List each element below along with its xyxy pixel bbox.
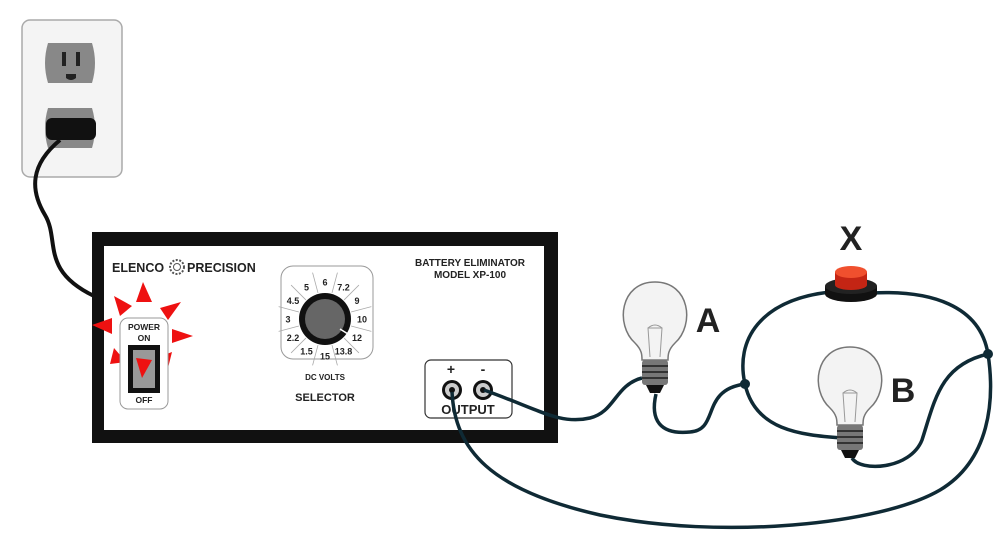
power-switch[interactable]: POWER ON OFF (119, 317, 169, 410)
selector-divider (331, 272, 338, 294)
selector-value-12[interactable]: 12 (352, 333, 362, 343)
wire-junction-to-x (741, 290, 831, 385)
selector-value-2.2[interactable]: 2.2 (287, 333, 300, 343)
title-line1: BATTERY ELIMINATOR (415, 258, 526, 269)
selector-value-13.8[interactable]: 13.8 (335, 347, 353, 357)
selector-divider (343, 284, 360, 301)
output-panel: + - OUTPUT (424, 359, 513, 419)
selector-value-7.2[interactable]: 7.2 (337, 282, 350, 292)
switch-label-on: ON (138, 333, 151, 343)
selector-divider (331, 344, 338, 366)
plug (46, 118, 96, 140)
selector-value-9[interactable]: 9 (355, 296, 360, 306)
selector-divider (350, 325, 372, 332)
selector-value-15[interactable]: 15 (320, 352, 330, 362)
minus-label: - (481, 361, 486, 377)
plus-terminal[interactable] (442, 380, 462, 400)
wire-junction-to-b (743, 383, 843, 440)
selector-divider (312, 272, 319, 294)
plus-label: + (447, 361, 455, 377)
selector-divider (290, 284, 307, 301)
switch-label-off: OFF (136, 395, 153, 405)
dc-volts-label: DC VOLTS (305, 373, 346, 382)
knob-pointer (339, 328, 349, 335)
voltage-selector[interactable]: 1.52.2 3 4.5 5 6 7.2 9 10 12 13.8 15 (278, 265, 374, 366)
selector-divider (343, 337, 360, 354)
bulb-a (622, 281, 688, 393)
power-cord (33, 138, 95, 298)
wires (450, 290, 993, 530)
selector-value-5[interactable]: 5 (304, 282, 309, 292)
selector-label: SELECTOR (295, 392, 355, 404)
selector-divider (350, 306, 372, 313)
selector-value-6[interactable]: 6 (322, 278, 327, 288)
title-line2: MODEL XP-100 (434, 270, 506, 281)
output-label: OUTPUT (441, 402, 495, 417)
label-x: X (840, 220, 863, 258)
selector-value-3[interactable]: 3 (285, 315, 290, 325)
junction-left (740, 379, 750, 389)
brand-logo-icon (169, 259, 185, 275)
wire-b-to-junction (850, 352, 989, 469)
push-button-x[interactable] (825, 266, 877, 302)
selector-divider (278, 325, 300, 332)
brand-right: PRECISION (187, 261, 256, 275)
selector-divider (278, 306, 300, 313)
selector-value-1.5[interactable]: 1.5 (300, 347, 313, 357)
label-b: B (891, 372, 916, 410)
minus-terminal[interactable] (473, 380, 493, 400)
power-supply: ELENCO PRECISION BATTERY ELIMINATOR MODE… (92, 232, 558, 443)
bulb-b (817, 346, 883, 458)
wire-plus-return (450, 353, 993, 530)
wire-a-to-junction (652, 382, 746, 435)
wall-outlet (21, 19, 123, 178)
junction-right (983, 349, 993, 359)
selector-value-10[interactable]: 10 (357, 315, 367, 325)
label-a: A (696, 302, 721, 340)
wire-x-to-junction (871, 290, 990, 355)
switch-label-power: POWER (128, 322, 160, 332)
brand-left: ELENCO (112, 261, 164, 275)
selector-value-4.5[interactable]: 4.5 (287, 296, 300, 306)
wire-minus-to-a (483, 376, 643, 422)
selector-divider (312, 344, 319, 366)
selector-divider (290, 337, 307, 354)
